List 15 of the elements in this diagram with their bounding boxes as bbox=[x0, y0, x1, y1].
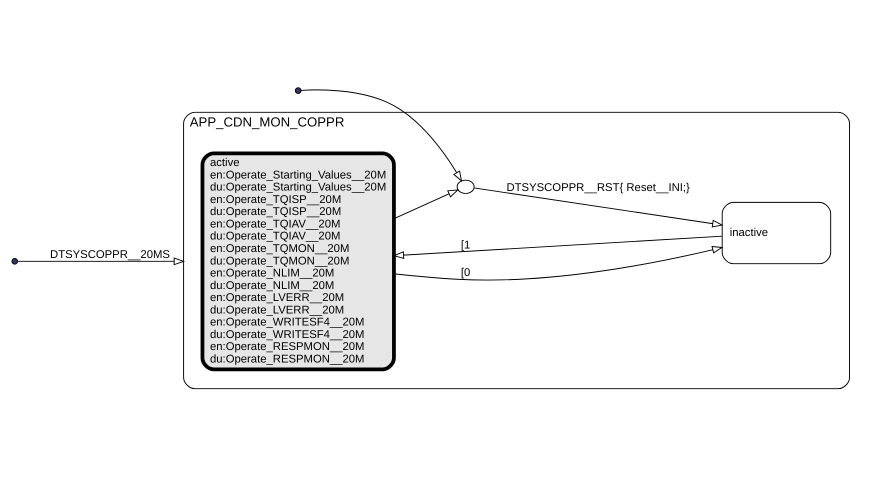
arrow bbox=[394, 245, 724, 280]
node-box: inactive bbox=[722, 201, 832, 264]
edge-label: [0 bbox=[460, 266, 470, 279]
node-circle bbox=[456, 179, 475, 194]
arrow bbox=[392, 235, 723, 259]
arrow bbox=[17, 256, 186, 265]
node-circle bbox=[294, 86, 302, 94]
arrow bbox=[394, 188, 460, 219]
node-box: active en:Operate_Starting_Values__20M du:Operate_Starting_Values__20M en:Operate_TQISP__20M du:Operate_TQISP__20M en:Operate_TQIAV__20M du:Operate_TQIAV__20M en:Operate_TQMON__20M du:Operate_TQMON__20M en:Operate_NLIM__20M du:Operate_NLIM__20M en:Operate_LVERR__20M du:Operate_LVERR__20M en:Operate_WRITESF4__20M du:Operate_WRITESF4__20M en:Operate_RESPMON__20M du:Operate_RESPMON__20M bbox=[200, 150, 396, 371]
edge-label: DTSYSCOPPR__20MS bbox=[50, 248, 170, 261]
arrow bbox=[474, 186, 724, 227]
arrow bbox=[300, 88, 462, 182]
node-circle bbox=[11, 258, 18, 264]
edge-label: DTSYSCOPPR__RST{ Reset__INI;} bbox=[506, 182, 690, 194]
edge-label: [1 bbox=[460, 239, 470, 252]
